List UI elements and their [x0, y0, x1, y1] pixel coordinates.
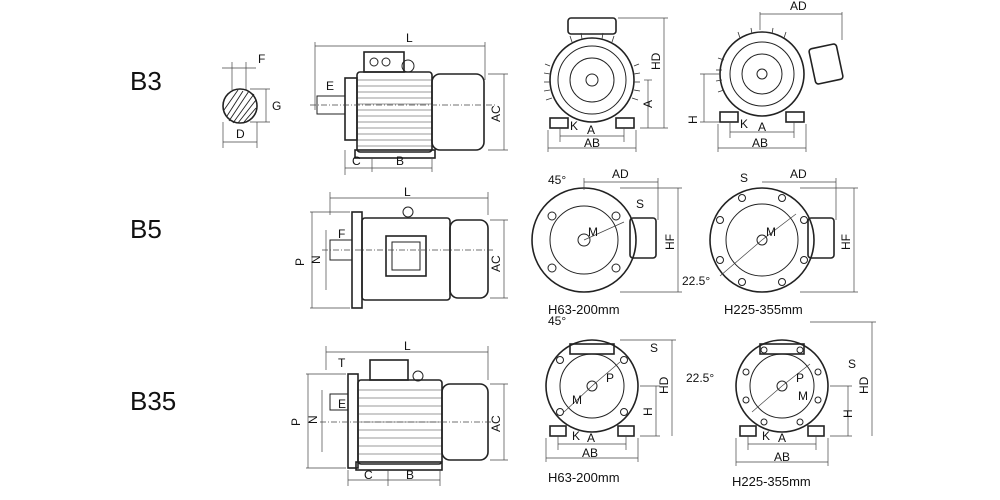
dim-label-k-front: K: [572, 429, 580, 443]
dim-label-p-front: P: [606, 371, 614, 385]
dim-label-ab: AB: [584, 136, 600, 150]
dim-label-ac: AC: [489, 105, 503, 122]
b35-side-view: L T E P N C B AC: [289, 339, 508, 486]
dim-label-ad: AD: [790, 0, 807, 13]
dim-label-ad-b5-2: AD: [790, 167, 807, 181]
caption-small-frame-b35: H63-200mm: [548, 470, 620, 485]
dim-label-m-front: M: [572, 393, 582, 407]
b3-front-view-large: AD A AB K H: [686, 0, 844, 152]
dim-label-f: F: [258, 52, 265, 66]
b3-front-view-small: A AB K HD A: [543, 17, 668, 152]
dim-label-h-2: H: [686, 115, 700, 124]
dim-label-hf-2: HF: [839, 234, 853, 250]
dim-label-ac-b35: AC: [489, 415, 503, 432]
dim-label-m-2: M: [766, 225, 776, 239]
caption-small-frame: H63-200mm: [548, 302, 620, 317]
dim-label-m-front-2: M: [798, 389, 808, 403]
dim-label-p: P: [293, 258, 307, 266]
dim-label-l-b35: L: [404, 339, 411, 353]
mount-type-b35: B35: [130, 386, 176, 416]
dim-label-s-front-2: S: [848, 357, 856, 371]
dim-label-ab-2: AB: [752, 136, 768, 150]
dim-label-d: D: [236, 127, 245, 141]
b5-flange-view-small: M 45° AD S HF H63-200mm: [531, 167, 682, 317]
dim-label-c-b35: C: [364, 468, 373, 482]
dim-label-hd-front-2: HD: [857, 376, 871, 394]
angle-label-22: 22.5°: [682, 274, 710, 288]
dim-label-l-b5: L: [404, 185, 411, 199]
caption-large-frame-b35: H225-355mm: [732, 474, 811, 489]
b5-side-view: L F P N AC: [293, 185, 508, 309]
dim-label-e-b35: E: [338, 397, 346, 411]
dim-label-f-b5: F: [338, 227, 345, 241]
dim-label-g: G: [272, 99, 281, 113]
caption-large-frame: H225-355mm: [724, 302, 803, 317]
dim-label-s-2: S: [740, 171, 748, 185]
b3-side-view: L E C B AC: [310, 31, 508, 175]
dim-label-ad-b5: AD: [612, 167, 629, 181]
dim-label-m: M: [588, 225, 598, 239]
dim-label-h-front-2: H: [841, 409, 855, 418]
dim-label-hf: HF: [663, 234, 677, 250]
dim-label-b-b35: B: [406, 468, 414, 482]
dim-label-ab-front: AB: [582, 446, 598, 460]
shaft-section-detail: F G D: [222, 52, 281, 148]
dim-label-p-b35: P: [289, 418, 303, 426]
dim-label-b: B: [396, 154, 404, 168]
dim-label-s-front: S: [650, 341, 658, 355]
dim-label-k-front-2: K: [762, 429, 770, 443]
dim-label-h: A: [641, 100, 655, 108]
dim-label-a-2: A: [758, 120, 766, 134]
dim-label-a-front: A: [587, 431, 595, 445]
dim-label-p-front-2: P: [796, 371, 804, 385]
b5-flange-view-large: M S AD HF 22.5° H225-355mm: [682, 167, 858, 317]
dim-label-k-2: K: [740, 117, 748, 131]
angle-label-45: 45°: [548, 173, 566, 187]
dim-label-c: C: [352, 154, 361, 168]
mount-type-b3: B3: [130, 66, 162, 96]
dim-label-h-front: H: [641, 407, 655, 416]
dim-label-s: S: [636, 197, 644, 211]
angle-label-45-2: 45°: [548, 314, 566, 328]
dim-label-t: T: [338, 356, 346, 370]
dim-label-a-front-2: A: [778, 431, 786, 445]
angle-label-22-2: 22.5°: [686, 371, 714, 385]
dim-label-n: N: [309, 255, 323, 264]
dim-label-a: A: [587, 123, 595, 137]
b35-front-view-small: P M 45° S A AB K H HD H63-200mm: [545, 314, 676, 485]
mount-type-b5: B5: [130, 214, 162, 244]
dim-label-e: E: [326, 79, 334, 93]
dim-label-k: K: [570, 119, 578, 133]
dim-label-hd-front: HD: [657, 376, 671, 394]
b35-front-view-large: P M 22.5° S A AB K H HD H225-355mm: [686, 321, 876, 489]
dim-label-n-b35: N: [306, 415, 320, 424]
dim-label-ab-front-2: AB: [774, 450, 790, 464]
dim-label-l: L: [406, 31, 413, 45]
dim-label-hd: HD: [649, 52, 663, 70]
dim-label-ac-b5: AC: [489, 255, 503, 272]
